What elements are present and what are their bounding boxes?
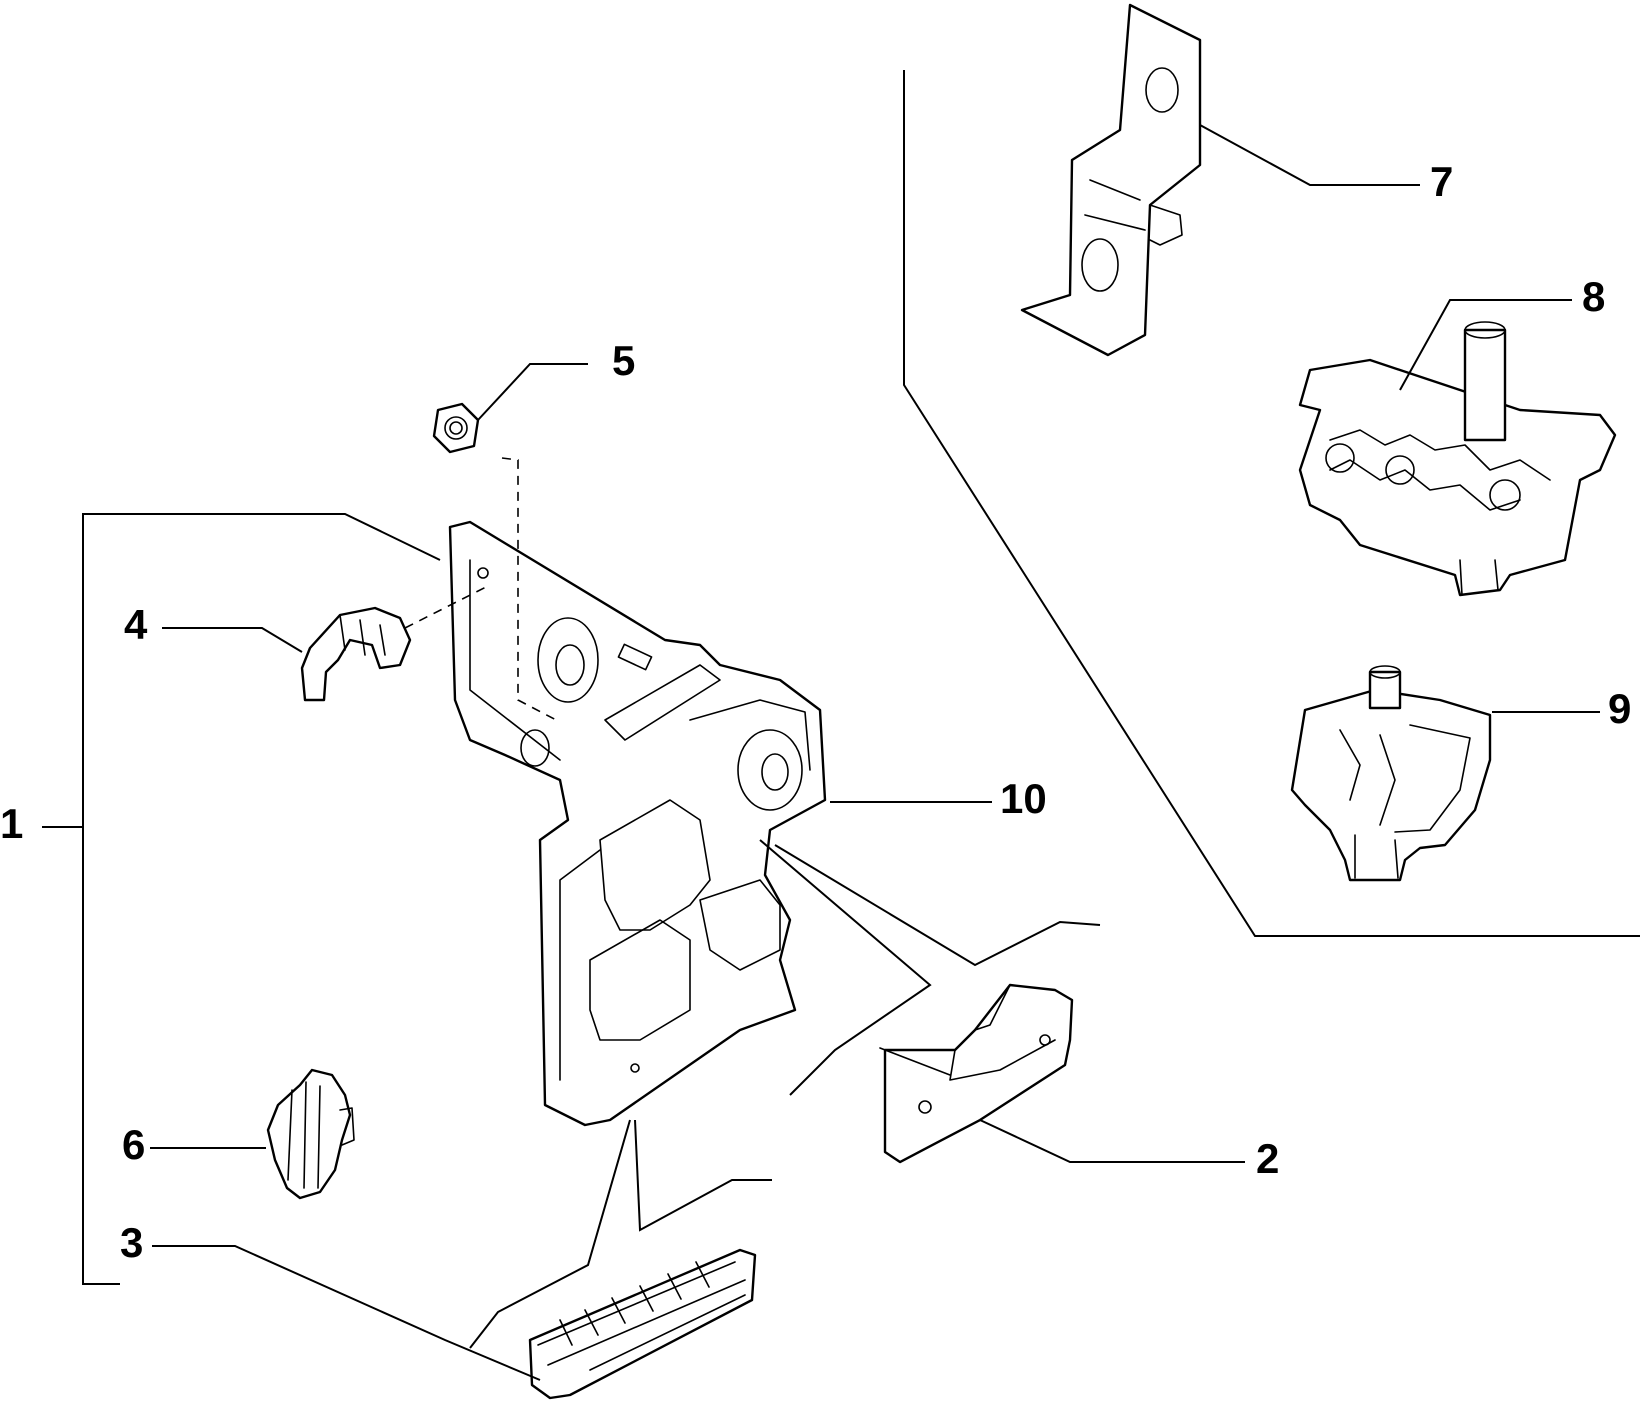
cable-clamp-9-part xyxy=(1290,665,1492,882)
cable-clamp-8-part xyxy=(1298,321,1617,597)
leader-lines xyxy=(150,124,1600,1381)
callout-labels: 1 2 3 4 5 6 7 8 9 10 xyxy=(0,158,1631,1266)
clip-6-part xyxy=(266,1068,355,1200)
angle-bracket-7-part xyxy=(1020,3,1202,357)
callout-5: 5 xyxy=(612,337,635,384)
callout-8: 8 xyxy=(1582,273,1605,320)
bracket-2-part xyxy=(879,983,1074,1164)
callout-7: 7 xyxy=(1430,158,1453,205)
callout-1: 1 xyxy=(0,800,23,847)
callout-2: 2 xyxy=(1256,1135,1279,1182)
nut-part xyxy=(432,402,561,723)
group-outline-7-9 xyxy=(903,70,1640,937)
callout-6: 6 xyxy=(122,1121,145,1168)
main-bracket-part xyxy=(448,520,827,1127)
group-bracket-1 xyxy=(42,513,441,1285)
callout-3: 3 xyxy=(120,1219,143,1266)
callout-4: 4 xyxy=(124,601,148,648)
hinge-strip-part xyxy=(528,1248,757,1400)
clip-4-part xyxy=(300,584,491,702)
callout-10: 10 xyxy=(1000,775,1047,822)
callout-9: 9 xyxy=(1608,685,1631,732)
